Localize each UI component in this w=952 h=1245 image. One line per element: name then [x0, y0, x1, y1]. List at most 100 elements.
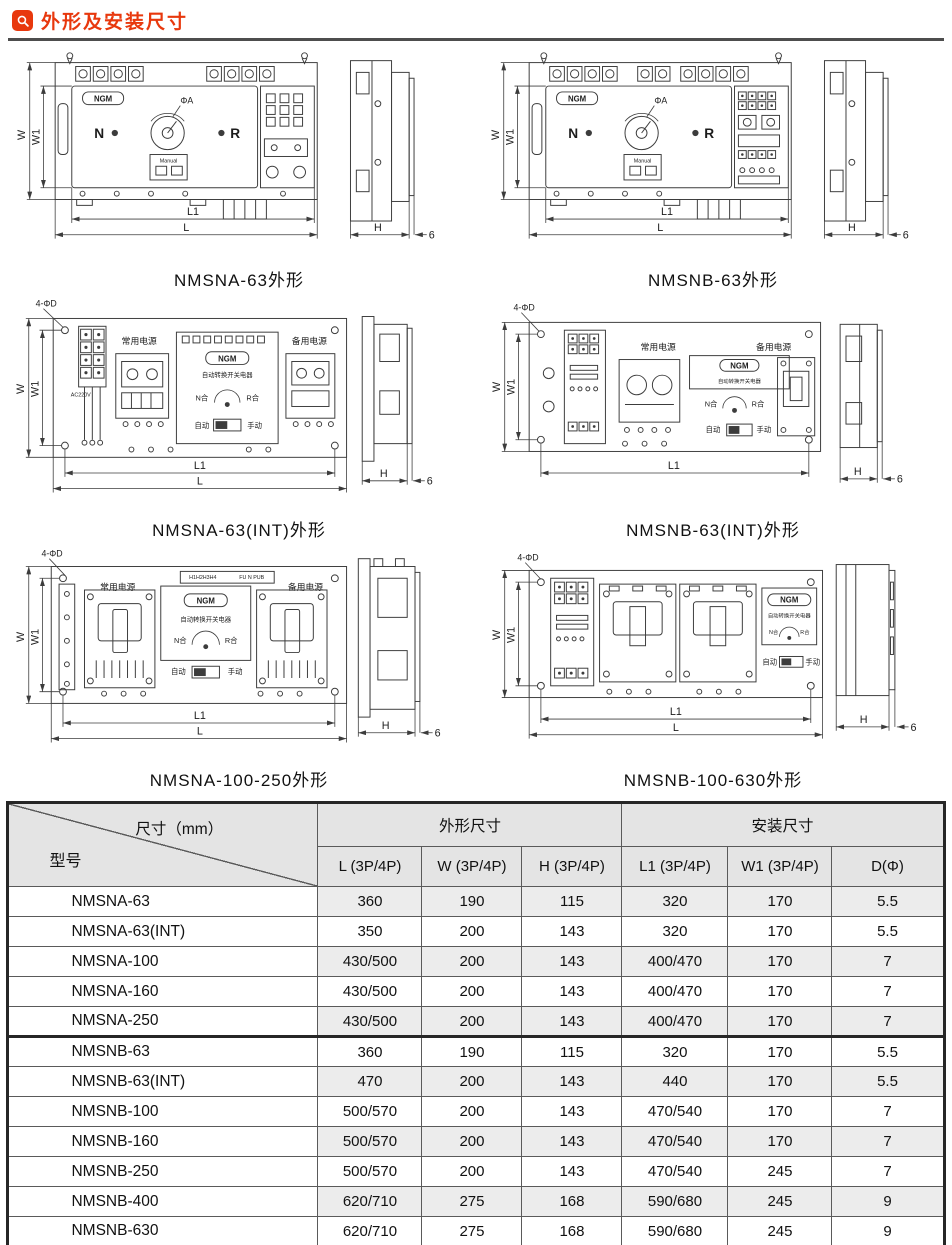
value-cell: 200	[421, 1096, 523, 1127]
label-terminal-marks-left: H1H2H3H4	[189, 575, 216, 581]
value-cell: 245	[727, 1216, 833, 1245]
side-view: H 6	[349, 60, 435, 242]
value-cell: 5.5	[831, 916, 945, 947]
dim-w1: W1	[31, 129, 43, 145]
dim-w1: W1	[505, 129, 517, 145]
model-cell: NMSNA-250	[7, 1006, 319, 1037]
dim-plate-thickness: 6	[903, 230, 909, 242]
control-module	[737, 91, 780, 185]
model-cell: NMSNB-63	[7, 1035, 319, 1067]
indicator-panel	[263, 93, 308, 179]
dim-w: W	[491, 629, 503, 640]
model-cell: NMSNB-160	[7, 1126, 319, 1157]
brand-logo: NGM	[730, 361, 748, 370]
dim-plate-thickness: 6	[897, 474, 903, 486]
brand-logo: NGM	[780, 596, 798, 605]
label-n-close: N合	[174, 636, 187, 645]
group-header-outline: 外形尺寸	[317, 802, 623, 847]
dim-w: W	[16, 129, 28, 140]
dim-h: H	[860, 714, 868, 726]
label-phi-a: ΦA	[654, 96, 667, 106]
dim-l1: L1	[670, 706, 682, 718]
manual-override-panel: Manual	[623, 154, 662, 181]
value-cell: 170	[727, 1126, 833, 1157]
dimensions: W W1 L1	[491, 321, 810, 477]
label-normal-power: 常用电源	[100, 581, 135, 592]
right-breaker	[256, 589, 328, 689]
dim-w: W	[490, 129, 502, 140]
dim-h: H	[854, 466, 862, 478]
label-n: N	[568, 126, 578, 141]
value-cell: 9	[831, 1216, 945, 1245]
dim-l: L	[657, 222, 663, 234]
figure-caption: NMSNB-100-630外形	[623, 771, 803, 790]
side-view: H 6	[357, 558, 441, 740]
col-header-l: L (3P/4P)	[317, 846, 423, 887]
figure-nmsna-63: NGM N R ΦA Manual	[2, 45, 476, 295]
value-cell: 170	[727, 976, 833, 1007]
value-cell: 430/500	[317, 976, 423, 1007]
value-cell: 500/570	[317, 1096, 423, 1127]
dim-w1: W1	[505, 627, 517, 643]
value-cell: 190	[421, 886, 523, 917]
value-cell: 400/470	[621, 1006, 729, 1037]
figure-caption: NMSNB-63外形	[648, 271, 778, 290]
value-cell: 143	[521, 1066, 623, 1097]
figure-caption: NMSNA-63外形	[174, 271, 304, 290]
dim-l: L	[183, 222, 189, 234]
controller-strip	[563, 329, 606, 445]
figure-nmsnb-63: NGM N R ΦA Manual	[476, 45, 950, 295]
value-cell: 143	[521, 1006, 623, 1037]
controller-box: NGM 自动转换开关电器	[689, 355, 790, 390]
brand-logo: NGM	[94, 95, 112, 104]
dim-h: H	[380, 468, 388, 480]
controller-box: NGM 自动转换开关电器 N合 R合	[761, 587, 818, 646]
front-view: 4-ΦD AC220V 常用电源	[36, 299, 348, 458]
value-cell: 143	[521, 1126, 623, 1157]
model-cell: NMSNB-63(INT)	[7, 1066, 319, 1097]
value-cell: 7	[831, 1006, 945, 1037]
value-cell: 170	[727, 886, 833, 917]
label-manual: 手动	[228, 667, 243, 676]
label-n-close: N合	[196, 394, 209, 403]
model-cell: NMSNA-100	[7, 946, 319, 977]
figure-caption: NMSNB-63(INT)外形	[626, 521, 800, 540]
value-cell: 200	[421, 1006, 523, 1037]
figure-nmsna-63-int: 4-ΦD AC220V 常用电源	[2, 295, 476, 545]
model-cell: NMSNB-250	[7, 1156, 319, 1187]
dim-plate-thickness: 6	[911, 722, 917, 734]
col-header-w: W (3P/4P)	[421, 846, 523, 887]
value-cell: 200	[421, 1066, 523, 1097]
brand-logo: NGM	[218, 354, 236, 363]
right-breaker	[777, 357, 816, 437]
value-cell: 190	[421, 1035, 523, 1067]
value-cell: 275	[421, 1216, 523, 1245]
controller-box: NGM 自动转换开关电器 N合 R合	[160, 585, 252, 661]
page-title: 外形及安装尺寸	[41, 12, 189, 33]
value-cell: 430/500	[317, 1006, 423, 1037]
breaker-1	[599, 583, 677, 683]
dim-l: L	[197, 476, 203, 488]
label-phi-d: 4-ΦD	[36, 299, 57, 309]
header-divider	[8, 38, 944, 41]
figure-nmsnb-100-630: 4-ΦD	[476, 545, 950, 795]
dim-h: H	[382, 720, 390, 732]
dimensions: W W1 L1 L	[15, 566, 347, 743]
value-cell: 320	[621, 1035, 729, 1067]
model-cell: NMSNA-160	[7, 976, 319, 1007]
value-cell: 170	[727, 1066, 833, 1097]
side-view: H 6	[835, 564, 917, 734]
label-ats: 自动转换开关电器	[202, 370, 253, 379]
brand-logo: NGM	[568, 95, 586, 104]
label-n: N	[94, 126, 104, 141]
dim-l1: L1	[194, 710, 206, 722]
corner-label-size: 尺寸（mm）	[135, 821, 224, 838]
value-cell: 170	[727, 1006, 833, 1037]
value-cell: 350	[317, 916, 423, 947]
label-r-close: R合	[800, 628, 810, 636]
